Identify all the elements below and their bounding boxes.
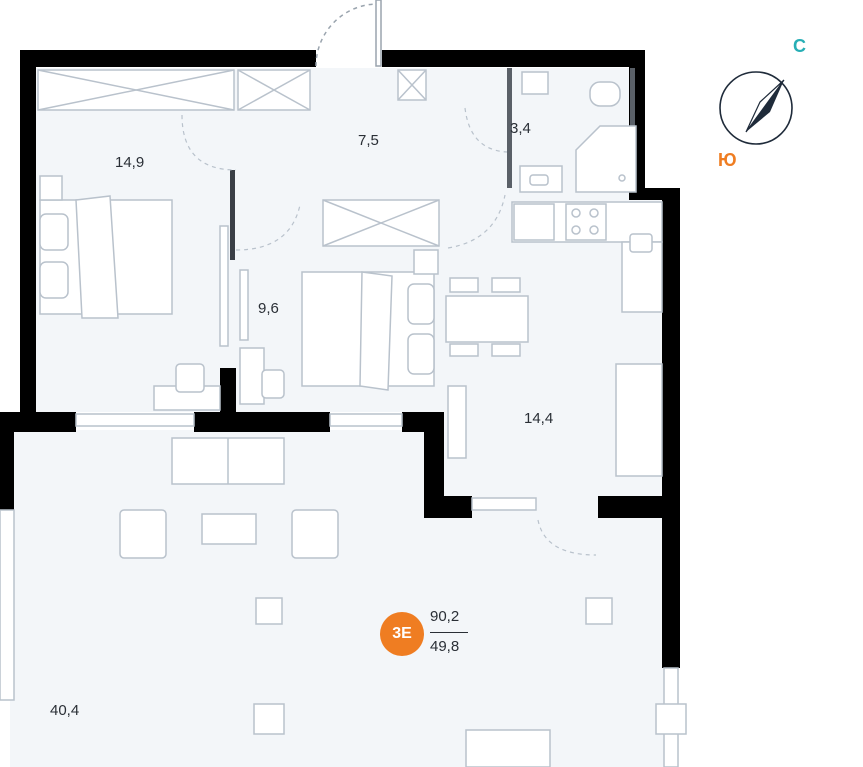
door-swings bbox=[181, 107, 597, 556]
bed-bedroom-2 bbox=[239, 249, 439, 405]
compass-north-label: С bbox=[793, 36, 806, 56]
total-area: 90,2 bbox=[430, 608, 460, 625]
compass-south-label: Ю bbox=[718, 150, 737, 170]
terrace-furniture bbox=[119, 437, 687, 735]
room-area-bathroom: 3,4 bbox=[510, 120, 531, 137]
bed-bedroom-1 bbox=[39, 175, 173, 319]
apartment-badge: 3E bbox=[380, 612, 424, 656]
entrance-door bbox=[315, 0, 382, 67]
bathroom-fixtures bbox=[519, 71, 637, 193]
room-area-kitchen-living: 14,4 bbox=[524, 410, 554, 427]
wardrobes bbox=[37, 69, 440, 247]
walls bbox=[0, 50, 680, 668]
kitchen-fixtures bbox=[445, 201, 663, 477]
room-area-hall: 7,5 bbox=[358, 132, 379, 149]
compass-icon bbox=[719, 71, 793, 145]
room-area-bedroom-1: 14,9 bbox=[115, 154, 145, 171]
living-area: 49,8 bbox=[430, 638, 460, 655]
area-divider bbox=[430, 632, 468, 633]
desk-bedroom-1 bbox=[153, 225, 229, 411]
room-area-bedroom-2: 9,6 bbox=[258, 300, 279, 317]
room-area-terrace: 40,4 bbox=[50, 702, 80, 719]
